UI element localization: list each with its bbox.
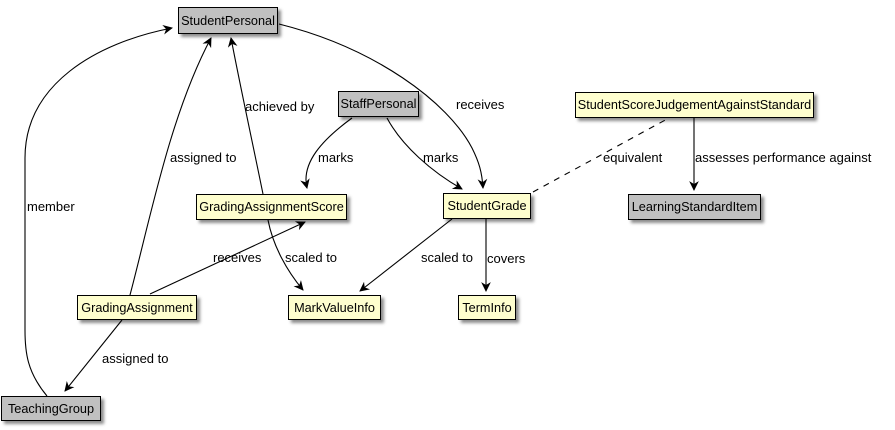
edge-receives-grade-line <box>278 23 488 189</box>
node-mark-value-info: MarkValueInfo <box>288 295 381 320</box>
edge-label-covers: covers <box>487 251 526 266</box>
node-grading-assignment-score: GradingAssignmentScore <box>196 194 347 220</box>
edge-score-scaled-to-line <box>267 219 304 291</box>
edge-label-receives-grade: receives <box>456 97 505 112</box>
edge-label-achieved-by: achieved by <box>245 99 315 114</box>
node-student-score-judgement-against-standard: StudentScoreJudgementAgainstStandard <box>575 92 814 118</box>
edge-label-marks-grade: marks <box>423 150 459 165</box>
edge-label-assesses-performance-against: assesses performance against <box>695 150 872 165</box>
edge-label-grade-scaled-to: scaled to <box>421 250 474 265</box>
node-learning-standard-item: LearningStandardItem <box>628 194 761 220</box>
edge-assigned-to-student-line <box>129 37 212 296</box>
edge-achieved-by-line <box>227 37 264 195</box>
edge-label-assigned-to-student: assigned to <box>170 150 237 165</box>
edge-equivalent-line <box>532 117 670 193</box>
node-teaching-group: TeachingGroup <box>1 396 101 421</box>
node-grading-assignment: GradingAssignment <box>77 295 197 320</box>
edge-label-assigned-to-group: assigned to <box>102 351 169 366</box>
edge-label-receives-score: receives <box>213 250 262 265</box>
node-term-info: TermInfo <box>458 295 516 320</box>
edge-label-equivalent: equivalent <box>603 150 663 165</box>
edge-label-marks-score: marks <box>318 150 354 165</box>
edge-marks-score-line <box>300 117 353 189</box>
edge-label-score-scaled-to: scaled to <box>285 250 338 265</box>
node-student-grade: StudentGrade <box>443 193 531 219</box>
node-student-personal: StudentPersonal <box>178 7 278 34</box>
edge-marks-grade-line <box>386 117 463 190</box>
edge-label-member: member <box>27 199 75 214</box>
edge-member-line <box>24 24 173 397</box>
edge-receives-score-line <box>149 221 306 295</box>
node-staff-personal: StaffPersonal <box>338 91 419 117</box>
edge-assigned-to-group-line <box>64 319 123 392</box>
edge-grade-scaled-to-line <box>359 218 453 292</box>
